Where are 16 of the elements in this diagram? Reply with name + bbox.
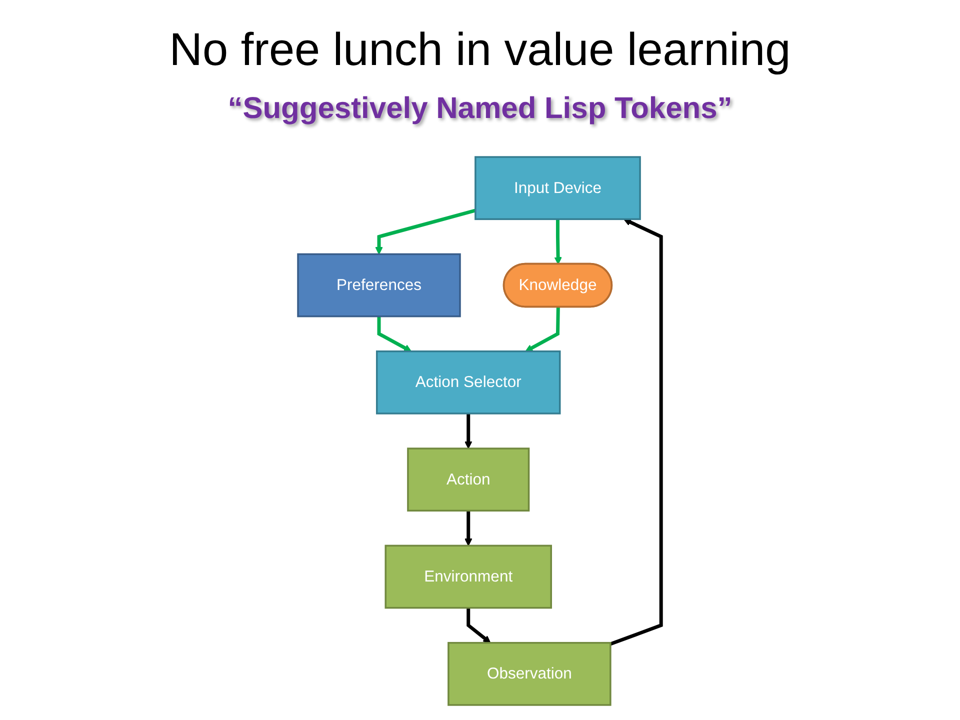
node-box: Observation [448, 642, 612, 706]
arrow [526, 307, 560, 352]
slide-title: No free lunch in value learning [169, 23, 791, 75]
arrow [464, 510, 473, 546]
node-box: Environment [385, 544, 552, 609]
arrow [554, 219, 562, 265]
arrow [467, 608, 492, 644]
node-box: Action [408, 448, 530, 512]
arrow [378, 316, 412, 352]
arrow [376, 208, 476, 255]
node-box: Preferences [298, 253, 462, 318]
node-box: Action Selector [376, 350, 562, 414]
node-box: Input Device [474, 156, 642, 220]
arrow [610, 218, 664, 646]
overlay-text: “Suggestively Named Lisp Tokens” [228, 92, 732, 126]
arrow [464, 414, 473, 449]
